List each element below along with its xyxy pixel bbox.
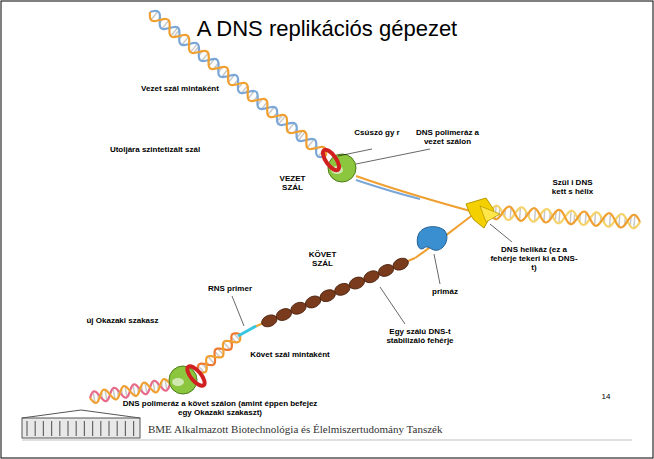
strand-label: Vezet szál mintaként [130, 84, 230, 93]
lagging-template-strand [415, 214, 474, 258]
part-label: Szül i DNS kett s hélix [545, 178, 600, 196]
helicase [480, 206, 500, 222]
leader-line [434, 254, 440, 284]
dna-strand [490, 207, 640, 228]
leader-line [380, 287, 405, 324]
new-leading-strand [356, 180, 420, 199]
part-label: új Okazaki szakasz [75, 316, 170, 325]
dna-strand [490, 206, 640, 229]
primase [417, 227, 447, 251]
part-label: RNS primer [200, 284, 260, 293]
strand-label: Utoljára szintetizált szál [95, 145, 215, 154]
part-label: DNS polimeráz a vezet szálon [405, 128, 490, 146]
part-label: primáz [422, 287, 468, 296]
leading-template-strand [356, 176, 474, 212]
leader-line [338, 149, 372, 156]
strand-label: VEZET SZÁL [270, 174, 315, 192]
part-label: Egy szálú DNS-t stabilizáló fehérje [370, 327, 470, 345]
bme-logo [22, 410, 140, 438]
polymerase-highlight [172, 378, 184, 386]
strand-label: KÖVET SZÁL [300, 250, 345, 268]
ssb-protein [391, 256, 410, 272]
strand-label: Követ szál mintaként [240, 350, 340, 359]
dna-strand [198, 334, 240, 373]
ssb-proteins [260, 256, 410, 329]
sliding-clamp [184, 364, 207, 389]
leader-line [356, 149, 430, 164]
lagging-template-strand [252, 258, 415, 328]
leader-line [232, 296, 244, 326]
part-label: DNS polimeráz a követ szálon (amint éppe… [120, 399, 320, 417]
slide-title: A DNS replikációs gépezet [40, 16, 614, 42]
base-pair [190, 43, 198, 52]
sliding-clamp [320, 147, 342, 172]
dna-strand [198, 333, 240, 372]
footer-text: BME Alkalmazott Biotechnológia és Élelmi… [148, 423, 588, 436]
rna-primer [238, 326, 256, 336]
page-number: 14 [595, 392, 617, 401]
footer-rule [22, 440, 632, 441]
part-label: DNS helikáz (ez a fehérje tekeri ki a DN… [490, 245, 578, 273]
leader-line [490, 224, 512, 242]
part-label: Csúszó gy r [352, 128, 402, 137]
dna-helices [90, 11, 640, 403]
base-pair [278, 115, 286, 124]
